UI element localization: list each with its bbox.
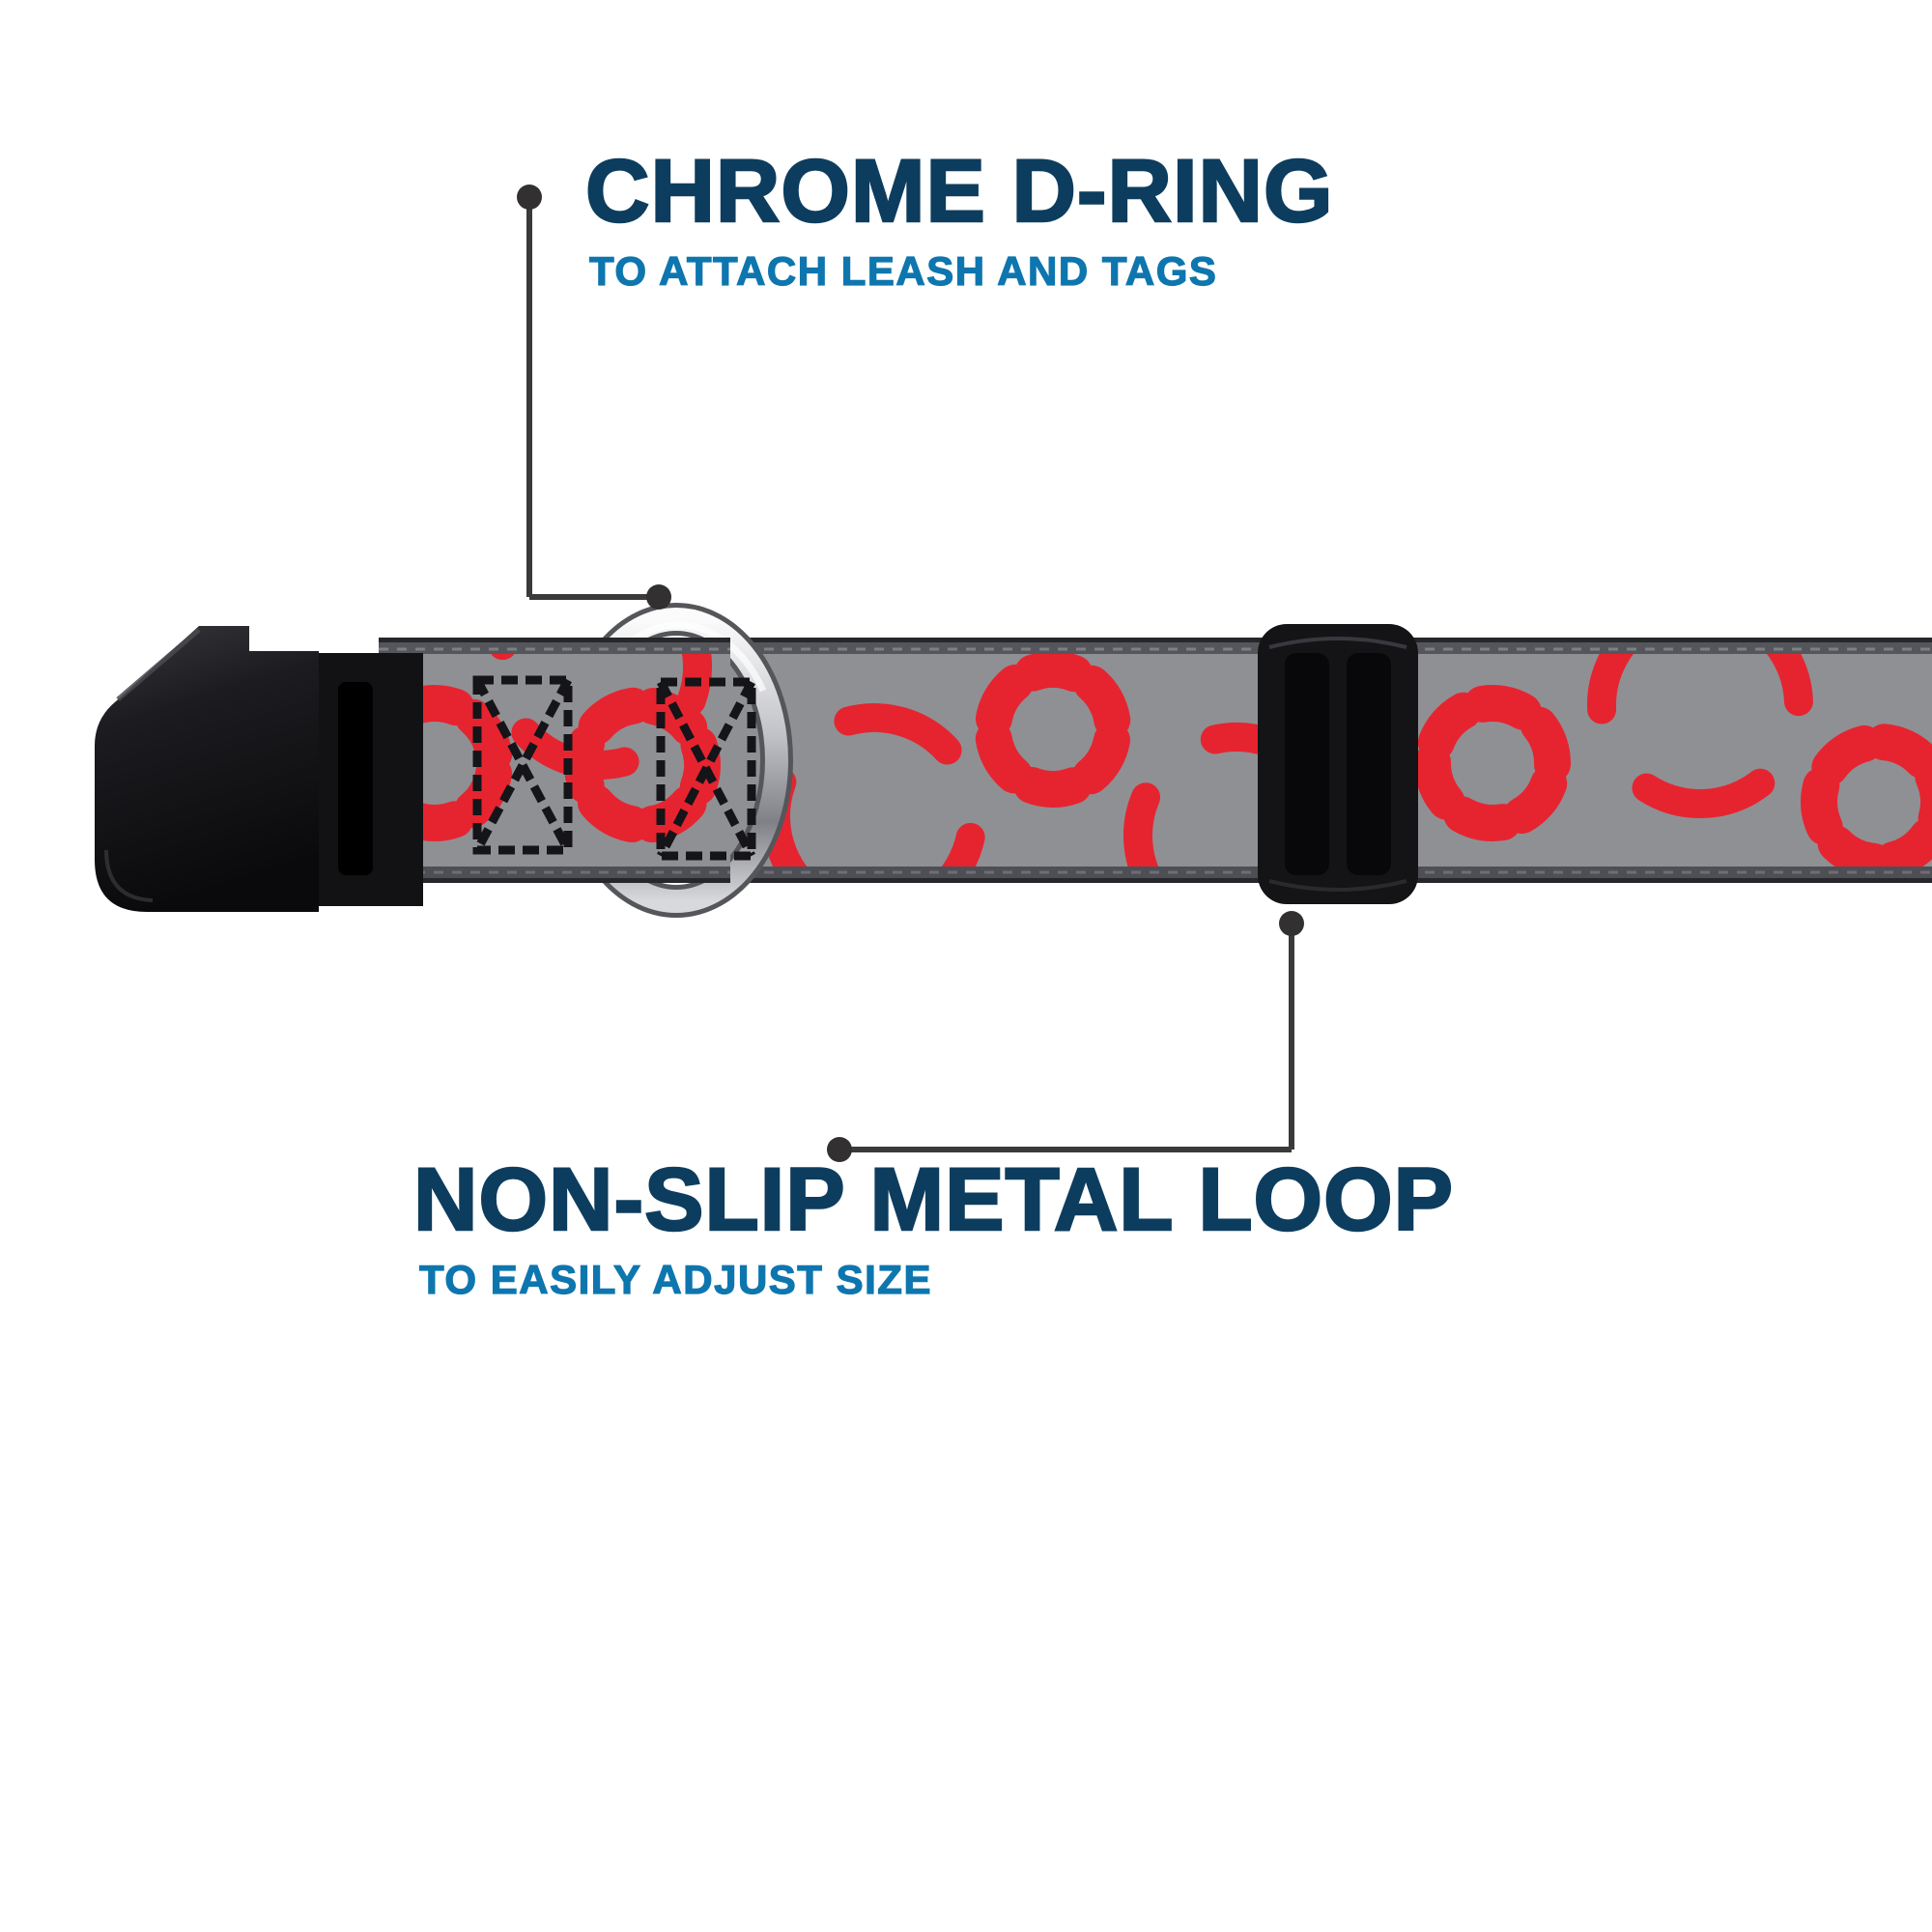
metal-loop-callout-subtitle: TO EASILY ADJUST SIZE [418, 1257, 932, 1302]
buckle [95, 626, 423, 912]
callout-line-metal-loop [827, 911, 1304, 1162]
d-ring-callout-title: CHROME D-RING [584, 142, 1334, 241]
callout-line-d-ring [517, 185, 671, 610]
d-ring-callout-subtitle: TO ATTACH LEASH AND TAGS [588, 248, 1218, 294]
box-x-stitch-right [656, 677, 756, 861]
box-x-stitch-left [472, 675, 573, 855]
metal-loop-callout-title: NON-SLIP METAL LOOP [412, 1151, 1455, 1249]
slider [1258, 624, 1418, 904]
